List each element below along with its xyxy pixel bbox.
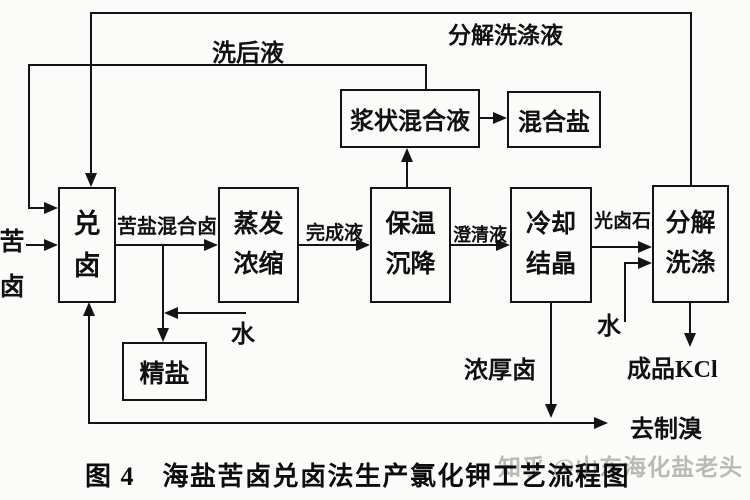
box-evaporation: 蒸发 浓缩: [218, 187, 299, 303]
arrowhead-icon: [401, 148, 413, 162]
box-cooling-line2: 结晶: [525, 251, 576, 278]
label-bittern-input: 苦 卤: [0, 220, 25, 310]
box-mixed-salt-label: 混合盐: [518, 110, 590, 136]
arrowhead-icon: [44, 202, 58, 214]
box-refined-salt: 精盐: [122, 342, 207, 401]
label-wash-liquor: 洗后液: [212, 41, 284, 67]
box-blending-line2: 卤: [73, 251, 101, 281]
arrowhead-icon: [594, 417, 608, 429]
box-evaporation-line1: 蒸发: [233, 211, 284, 238]
label-bittern-char1: 苦: [0, 229, 25, 256]
box-mixed-salt: 混合盐: [507, 91, 601, 148]
connector-settling-slurry: [406, 160, 408, 187]
connector-decomp-wash-top: [90, 12, 692, 14]
label-finished-liquor: 完成液: [306, 223, 364, 244]
connector-wash-liquor-top: [28, 64, 427, 66]
arrowhead-icon: [164, 307, 178, 319]
arrowhead-icon: [44, 239, 58, 251]
connector-decomp-wash-right: [690, 12, 692, 185]
label-carnallite: 光卤石: [594, 211, 652, 232]
connector-thick-brine: [550, 303, 552, 405]
box-cooling: 冷却 结晶: [510, 187, 592, 303]
arrowhead-icon: [157, 328, 169, 342]
label-water-left: 水: [231, 322, 255, 348]
label-decomp-wash-liquor: 分解洗涤液: [448, 23, 563, 48]
connector-water-right-riser: [624, 262, 626, 322]
connector-bottom-bus: [89, 422, 595, 424]
label-bitter-salt-mixed-brine: 苦盐混合卤: [117, 216, 217, 238]
label-clarified-liquor: 澄清液: [453, 225, 507, 245]
arrowhead-icon: [496, 239, 510, 251]
connector-bittern-in: [26, 244, 44, 246]
box-settling-line1: 保温: [385, 211, 436, 238]
connector-wash-liquor-in: [28, 207, 46, 209]
box-cooling-line1: 冷却: [525, 211, 576, 238]
box-settling: 保温 沉降: [370, 187, 451, 303]
connector-evaporation-settling: [299, 244, 357, 246]
box-slurry: 浆状混合液: [340, 89, 480, 148]
label-bittern-char2: 卤: [0, 274, 25, 301]
arrowhead-icon: [493, 112, 507, 124]
connector-slurry-mixedsalt: [480, 117, 495, 119]
label-thick-brine: 浓厚卤: [464, 358, 536, 384]
connector-return-blending: [88, 314, 90, 424]
arrowhead-icon: [83, 302, 95, 316]
connector-wash-liquor-drop: [425, 64, 427, 89]
box-blending: 兑 卤: [58, 187, 116, 303]
connector-settling-cooling: [451, 244, 497, 246]
arrowhead-icon: [684, 333, 696, 347]
figure-caption: 图 4 海盐苦卤兑卤法生产氯化钾工艺流程图: [85, 462, 631, 491]
label-water-right: 水: [597, 314, 621, 340]
arrowhead-icon: [204, 239, 218, 251]
arrowhead-icon: [545, 404, 557, 418]
connector-water-right-in: [624, 262, 640, 264]
connector-blending-evaporation: [116, 244, 206, 246]
connector-decomp-wash-left: [90, 12, 92, 176]
label-product-kcl: 成品KCl: [627, 357, 718, 383]
arrowhead-icon: [85, 173, 97, 187]
arrowhead-icon: [356, 239, 370, 251]
connector-cooling-decomposition: [592, 246, 639, 248]
connector-branch-refined-salt: [162, 244, 164, 330]
arrowhead-icon: [638, 257, 652, 269]
arrowhead-icon: [638, 241, 652, 253]
watermark: 知乎 @山东海化盐老头: [498, 455, 744, 480]
box-blending-line1: 兑: [73, 209, 101, 239]
box-refined-salt-label: 精盐: [139, 360, 190, 388]
box-decomposition-line1: 分解: [665, 210, 716, 237]
box-settling-line2: 沉降: [385, 251, 436, 278]
box-evaporation-line2: 浓缩: [233, 251, 284, 278]
box-decomposition: 分解 洗涤: [652, 185, 729, 303]
connector-wash-liquor-left: [28, 64, 30, 209]
label-to-bromine: 去制溴: [630, 417, 702, 443]
box-decomposition-line2: 洗涤: [665, 250, 716, 277]
box-slurry-label: 浆状混合液: [350, 109, 470, 135]
connector-water-left: [178, 312, 246, 314]
connector-decomposition-product: [689, 303, 691, 335]
